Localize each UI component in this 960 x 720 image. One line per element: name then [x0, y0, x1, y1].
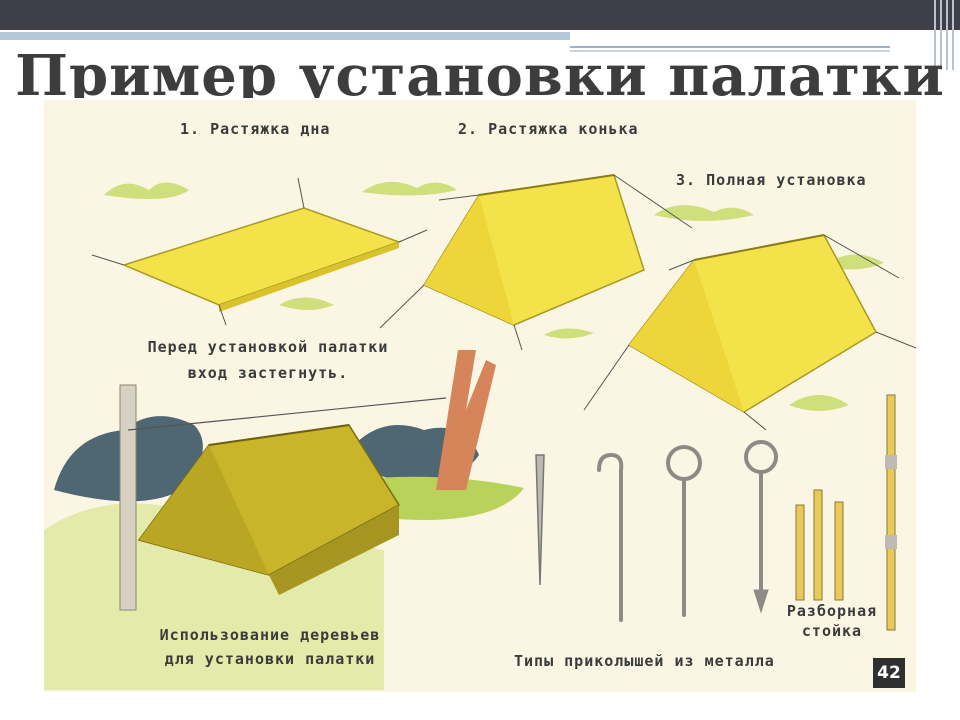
- sectional-pole: [795, 394, 897, 631]
- slide-title: Пример установки палатки: [15, 43, 945, 98]
- pegs-caption: Типы приколышей из металла: [514, 652, 775, 670]
- trees-scene: [44, 350, 524, 690]
- pole-line2: стойка: [801, 622, 863, 640]
- header-accent-line-right: [570, 46, 890, 52]
- page-number-badge: 42: [873, 658, 905, 688]
- tent-illustration: 1. Растяжка дна 2. Растяжка конька 3. По…: [44, 100, 916, 692]
- trees-line2: для установки палатки: [164, 650, 376, 668]
- step3-label: 3. Полная установка: [676, 171, 867, 189]
- header-bar: [0, 0, 960, 30]
- metal-pegs: [535, 440, 778, 622]
- trees-line1: Использование деревьев: [159, 626, 381, 644]
- pole-line1: Разборная: [786, 602, 878, 620]
- header-accent-line: [0, 32, 570, 40]
- step2-label: 2. Растяжка конька: [458, 120, 639, 138]
- note-line1: Перед установкой палатки: [147, 338, 389, 356]
- illustration-drawing: [44, 174, 916, 690]
- note-line2: вход застегнуть.: [187, 364, 349, 382]
- tent-floor-flat: [91, 177, 428, 326]
- step1-label: 1. Растяжка дна: [180, 120, 331, 138]
- tent-full: [583, 234, 916, 431]
- tent-ridge: [379, 174, 693, 351]
- corner-decoration: [930, 0, 960, 70]
